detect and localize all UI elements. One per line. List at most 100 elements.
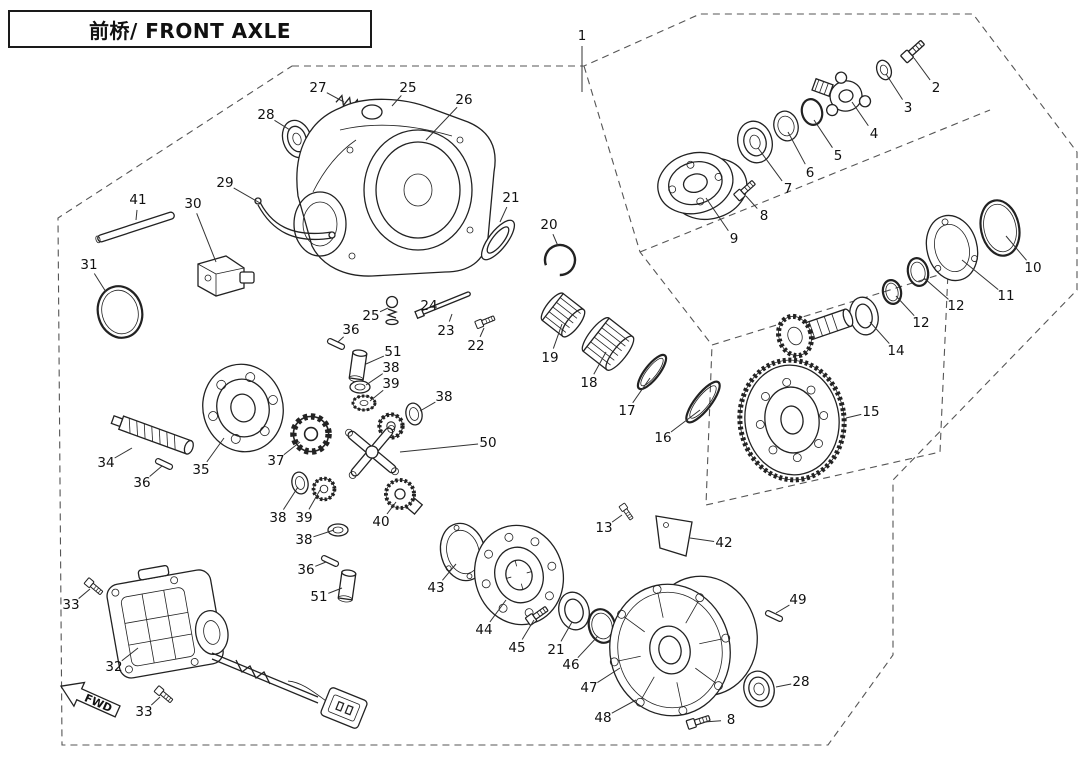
bolt-33a	[83, 577, 105, 597]
pin-49	[764, 609, 784, 623]
callout-21-23: 21	[547, 642, 564, 658]
callout-38-45: 38	[382, 360, 399, 376]
callout-leader-38-47	[283, 486, 299, 510]
callout-51-62: 51	[384, 344, 401, 360]
callout-25-28: 25	[399, 80, 416, 96]
drive-rod	[211, 652, 319, 704]
pin-41	[95, 211, 175, 244]
callout-11-11: 11	[997, 288, 1014, 304]
callout-leader-10-10	[1005, 235, 1027, 261]
callout-3-2: 3	[904, 100, 913, 116]
callout-leader-28-32	[775, 683, 792, 688]
callout-27-30: 27	[309, 80, 326, 96]
fwd-arrow: FWD	[59, 681, 121, 718]
callout-leader-40-51	[386, 501, 397, 515]
bearing-21b	[558, 591, 590, 631]
housing-26	[293, 98, 496, 277]
callout-leader-27-30	[326, 92, 345, 103]
bevel-gear-40	[384, 478, 424, 515]
callout-50-61: 50	[479, 435, 496, 451]
callout-7-6: 7	[784, 181, 793, 197]
callout-leader-25-27	[379, 307, 389, 313]
callout-49-60: 49	[789, 592, 806, 608]
callout-leader-3-2	[885, 73, 903, 100]
callout-leader-25-28	[391, 95, 402, 107]
bushing-51-bottom	[337, 569, 357, 603]
ring-17	[636, 353, 668, 391]
callout-leader-50-61	[399, 443, 479, 453]
callout-leader-29-33	[233, 187, 261, 204]
callout-leader-34-39	[114, 447, 133, 459]
callout-45-56: 45	[508, 640, 525, 656]
callout-23-25: 23	[437, 323, 454, 339]
callout-leader-47-58	[597, 667, 621, 683]
callout-10-10: 10	[1024, 260, 1041, 276]
callout-43-54: 43	[427, 580, 444, 596]
callout-leader-6-5	[787, 131, 806, 165]
callout-leader-22-24	[479, 327, 485, 338]
callout-leader-31-35	[93, 273, 107, 293]
diff-flange-35	[202, 363, 284, 453]
callout-44-55: 44	[475, 622, 492, 638]
callout-leader-33-38	[150, 696, 161, 706]
callout-18-19: 18	[580, 375, 597, 391]
callout-15-16: 15	[862, 404, 879, 420]
callout-8-7: 8	[760, 208, 769, 224]
cv-flange-4	[811, 71, 872, 117]
callout-13-14: 13	[595, 520, 612, 536]
pin-36-left	[154, 457, 174, 471]
callout-40-51: 40	[372, 514, 389, 530]
oring-31	[96, 285, 144, 339]
callout-leader-9-9	[705, 197, 729, 232]
ring-12a	[906, 257, 930, 287]
callout-12-13: 12	[912, 315, 929, 331]
callout-22-24: 22	[467, 338, 484, 354]
callout-leader-8-8	[703, 720, 722, 723]
callout-leader-36-43	[315, 561, 327, 567]
callout-leader-38-48	[313, 529, 335, 538]
callout-38-47: 38	[269, 510, 286, 526]
callout-25-27: 25	[362, 308, 379, 324]
spline-gear-19	[540, 292, 586, 338]
seal-28-bottom	[743, 670, 775, 708]
callout-36-43: 36	[297, 562, 314, 578]
callout-leader-21-23	[560, 621, 573, 642]
callout-leader-51-62	[365, 355, 385, 365]
callout-leader-36-41	[149, 465, 163, 477]
callout-leader-8-7	[745, 195, 758, 209]
callout-leader-20-21	[552, 233, 559, 247]
callout-leader-4-3	[851, 101, 869, 127]
callout-leader-30-34	[196, 213, 217, 263]
breather-25-mid	[385, 295, 399, 326]
callout-leader-17-18	[632, 377, 651, 404]
callout-28-32: 28	[792, 674, 809, 690]
callout-47-58: 47	[580, 680, 597, 696]
callout-layer: 1234567889101112121314151617181920212122…	[62, 28, 1041, 728]
bearing-7	[737, 120, 773, 164]
callout-leader-36-42	[337, 336, 344, 343]
callout-leader-46-57	[577, 635, 599, 659]
callout-leader-48-59	[611, 699, 637, 714]
ring-6	[773, 110, 799, 142]
callout-4-3: 4	[870, 126, 879, 142]
callout-19-20: 19	[541, 350, 558, 366]
callout-33-38: 33	[135, 704, 152, 720]
callout-34-39: 34	[97, 455, 114, 471]
callout-leader-15-16	[845, 413, 862, 419]
bearing-21-top	[480, 219, 516, 261]
callout-29-33: 29	[216, 175, 233, 191]
callout-33-37: 33	[62, 597, 79, 613]
callout-leader-12-12	[923, 277, 949, 300]
callout-leader-2-1	[913, 57, 931, 81]
callout-leader-7-6	[757, 147, 783, 182]
callout-leader-39-50	[308, 489, 321, 510]
callout-leader-43-54	[442, 563, 457, 581]
pin-36-bottom	[320, 554, 340, 568]
title-box: 前桥/ FRONT AXLE	[8, 10, 372, 48]
callout-leader-19-20	[552, 323, 563, 349]
callout-9-9: 9	[730, 231, 739, 247]
callout-39-49: 39	[382, 376, 399, 392]
hub-flange-44	[473, 524, 565, 626]
